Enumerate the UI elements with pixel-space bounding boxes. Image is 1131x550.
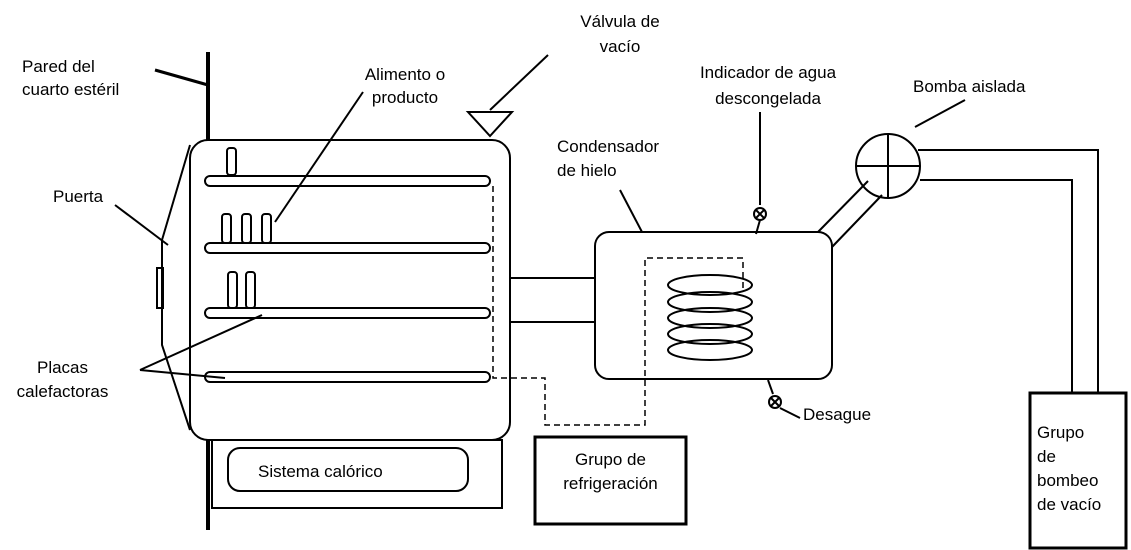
chamber-condenser-pipe — [510, 277, 595, 323]
label-placas-line1: Placas — [36, 358, 89, 377]
vial-icon — [226, 147, 237, 176]
refrigeration-line — [492, 186, 744, 426]
label-condensador-line1: Condensador — [557, 137, 660, 156]
vial-icon — [221, 213, 232, 244]
pump-icon — [855, 99, 966, 199]
label-placas-line2: calefactoras — [16, 382, 109, 401]
label-condensador-line2: de hielo — [557, 161, 617, 180]
vial-icon — [227, 271, 238, 309]
drain-valve-icon — [767, 379, 801, 419]
label-valvula-line1: Válvula de — [580, 12, 660, 31]
sterile-room-wall — [154, 52, 210, 530]
label-alimento-line2: producto — [371, 88, 439, 107]
plates-leader — [139, 369, 226, 379]
product-vials — [221, 147, 272, 309]
vial-icon — [245, 271, 256, 309]
label-indicador-line1: Indicador de agua — [699, 63, 837, 82]
label-bombeo-line1: Grupo — [1037, 423, 1085, 442]
condenser-pump-pipe — [817, 180, 883, 248]
label-bombeo-line4: de vacío — [1037, 495, 1102, 514]
label-puerta: Puerta — [53, 187, 104, 206]
gauge-icon — [753, 112, 767, 235]
refrigeration-group-box — [533, 435, 688, 526]
label-bombeo-line3: bombeo — [1037, 471, 1099, 490]
label-bombeo-line2: de — [1037, 447, 1056, 466]
heating-system-unit — [211, 439, 503, 509]
vacuum-pump-group-box — [1028, 391, 1128, 550]
label-refrigeracion-line1: Grupo de — [575, 450, 646, 469]
pump-vacuum-pipe — [918, 149, 1099, 393]
vial-icon — [241, 213, 252, 244]
label-desague: Desague — [803, 405, 872, 424]
label-bomba-aislada: Bomba aislada — [913, 77, 1026, 96]
vacuum-valve-icon — [465, 54, 549, 138]
label-valvula-line2: vacío — [599, 37, 641, 56]
heating-plates — [204, 175, 491, 383]
product-leader — [274, 91, 364, 223]
condenser-leader — [619, 189, 643, 233]
label-pared-line2: cuarto estéril — [22, 80, 120, 99]
label-sistema-calorico: Sistema calórico — [258, 462, 383, 481]
coil-icon — [667, 274, 753, 361]
label-refrigeracion-line2: refrigeración — [563, 474, 658, 493]
label-pared-line1: Pared del — [22, 57, 95, 76]
plates-leader — [139, 314, 263, 371]
vial-icon — [261, 213, 272, 244]
door — [114, 144, 191, 431]
label-indicador-line2: descongelada — [715, 89, 821, 108]
ice-condenser — [594, 231, 833, 380]
label-alimento-line1: Alimento o — [364, 65, 446, 84]
